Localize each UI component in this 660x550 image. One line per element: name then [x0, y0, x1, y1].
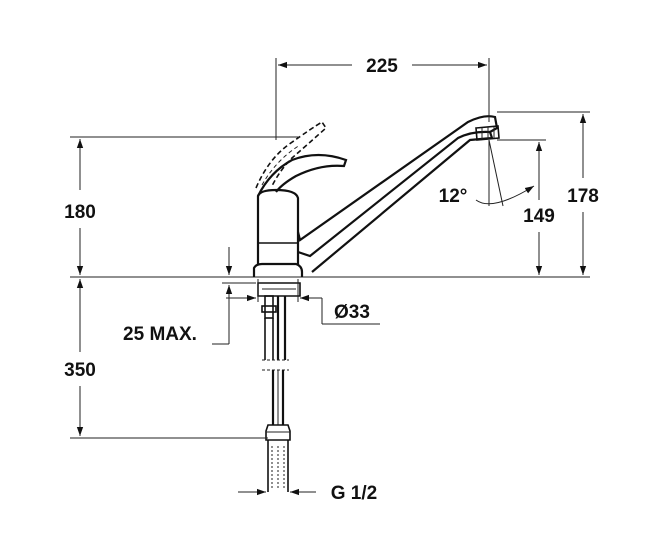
faucet-body [252, 115, 500, 277]
dimension-25-max: 25 MAX. [123, 247, 256, 345]
dimension-diameter-33: Ø33 [226, 279, 380, 325]
dimension-149: 149 [497, 139, 555, 275]
dimension-350: 350 [64, 279, 268, 439]
dimension-180-label: 180 [64, 202, 96, 223]
dimension-diameter-33-label: Ø33 [334, 302, 370, 323]
dimension-180: 180 [64, 136, 300, 275]
dimension-225: 225 [275, 56, 490, 140]
mounting-assembly [257, 282, 301, 492]
dimension-225-label: 225 [366, 56, 398, 77]
dimension-g-half-label: G 1/2 [331, 483, 377, 504]
dimension-25-max-label: 25 MAX. [123, 324, 197, 345]
angle-12-label: 12° [439, 186, 468, 207]
dimension-178-label: 178 [567, 186, 599, 207]
dimension-350-label: 350 [64, 360, 96, 381]
angle-12: 12° [439, 139, 535, 207]
dimension-178: 178 [497, 111, 599, 275]
dimension-g-half: G 1/2 [238, 483, 377, 504]
dimension-149-label: 149 [523, 206, 555, 227]
